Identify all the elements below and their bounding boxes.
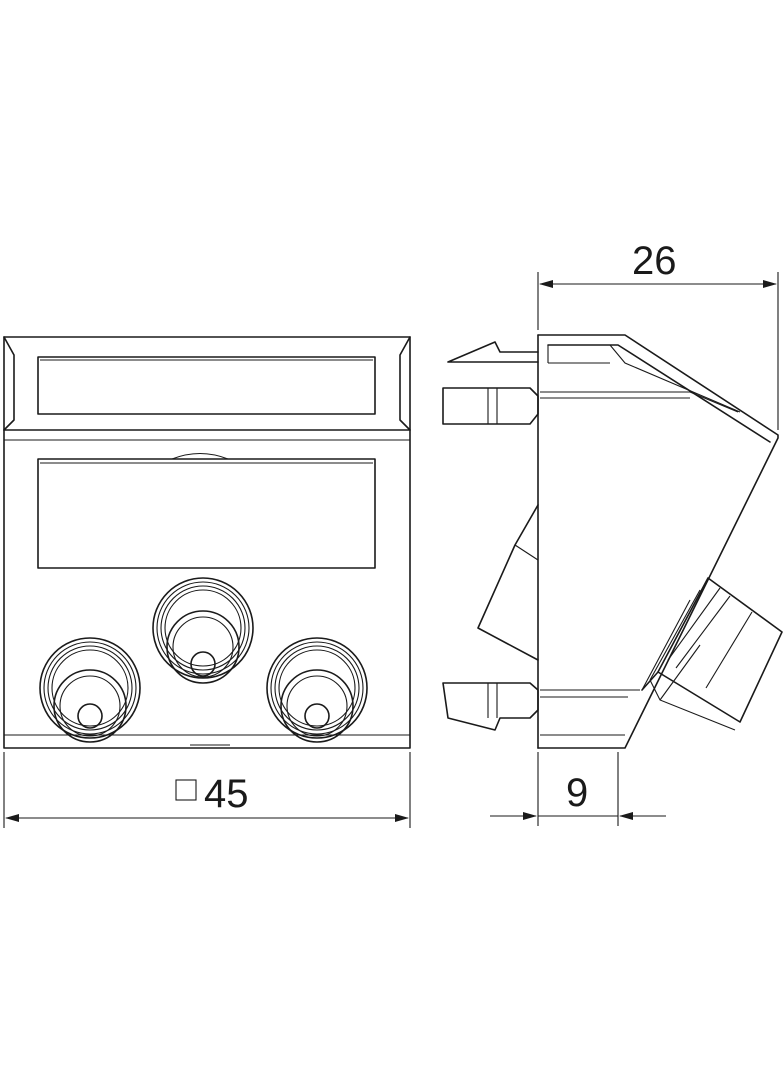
rca-connector-left: [39, 637, 141, 743]
width-dimension: 45: [3, 752, 411, 828]
width-label: 45: [204, 772, 249, 816]
offset-dimension: 9: [490, 752, 666, 826]
square-symbol: [175, 779, 197, 801]
depth-dimension: 26: [537, 239, 779, 430]
front-outer-frame: [3, 336, 411, 749]
upper-label-window: [37, 356, 376, 415]
front-left-edge: [3, 336, 15, 431]
side-connector: [641, 577, 783, 731]
depth-label: 26: [632, 239, 677, 283]
front-divider-arc: [171, 452, 229, 460]
side-view: 26 9: [442, 239, 783, 826]
lower-label-window: [37, 458, 376, 569]
side-rear-housing: [477, 504, 539, 661]
side-body: [537, 334, 779, 749]
offset-label: 9: [566, 771, 588, 815]
side-top-latch: [447, 341, 539, 363]
front-view: 45: [3, 336, 411, 828]
side-bottom-latch: [442, 682, 539, 731]
side-top-flange: [547, 344, 771, 443]
front-right-edge: [399, 336, 411, 431]
rca-connector-right: [266, 637, 368, 743]
rca-connector-center: [152, 577, 254, 684]
